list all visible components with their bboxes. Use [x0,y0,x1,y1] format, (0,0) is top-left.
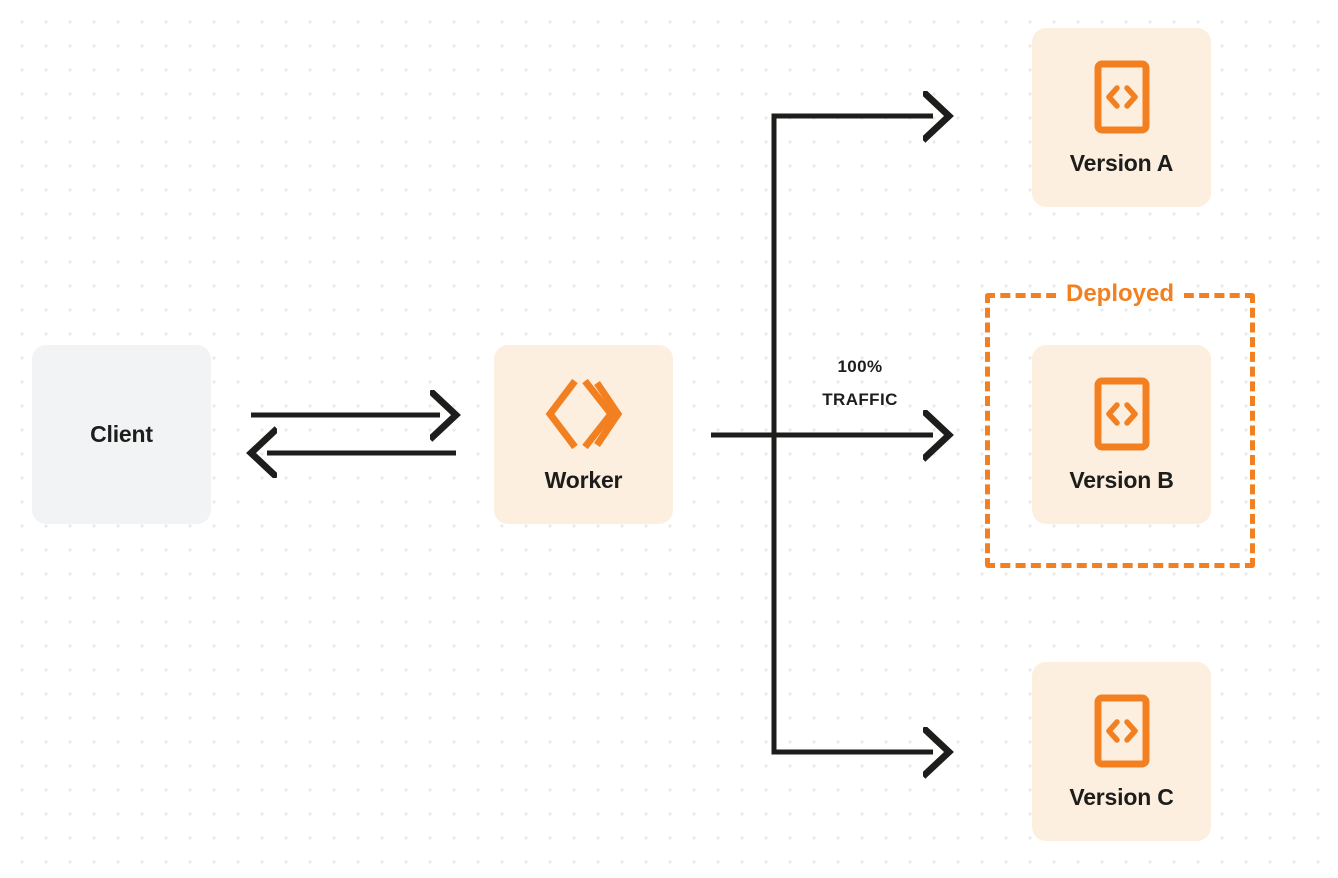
deployed-group: Deployed [985,282,1255,568]
traffic-label: 100% TRAFFIC [800,350,920,416]
node-worker[interactable]: Worker [494,345,673,524]
traffic-percent: 100% [837,357,883,376]
node-version-c-label: Version C [1069,784,1174,810]
node-version-b[interactable]: Version B [1032,345,1211,524]
node-client[interactable]: Client [32,345,211,524]
node-version-c[interactable]: Version C [1032,662,1211,841]
node-client-label: Client [90,421,153,447]
deployed-group-label: Deployed [1055,282,1185,306]
cloudflare-workers-logo-icon [545,377,623,451]
code-file-icon [1094,377,1150,451]
node-version-a-label: Version A [1069,150,1174,176]
node-version-a[interactable]: Version A [1032,28,1211,207]
node-version-b-label: Version B [1069,467,1174,493]
code-file-icon [1094,60,1150,134]
node-worker-label: Worker [544,467,623,493]
traffic-word: TRAFFIC [822,390,898,410]
code-file-icon [1094,694,1150,768]
